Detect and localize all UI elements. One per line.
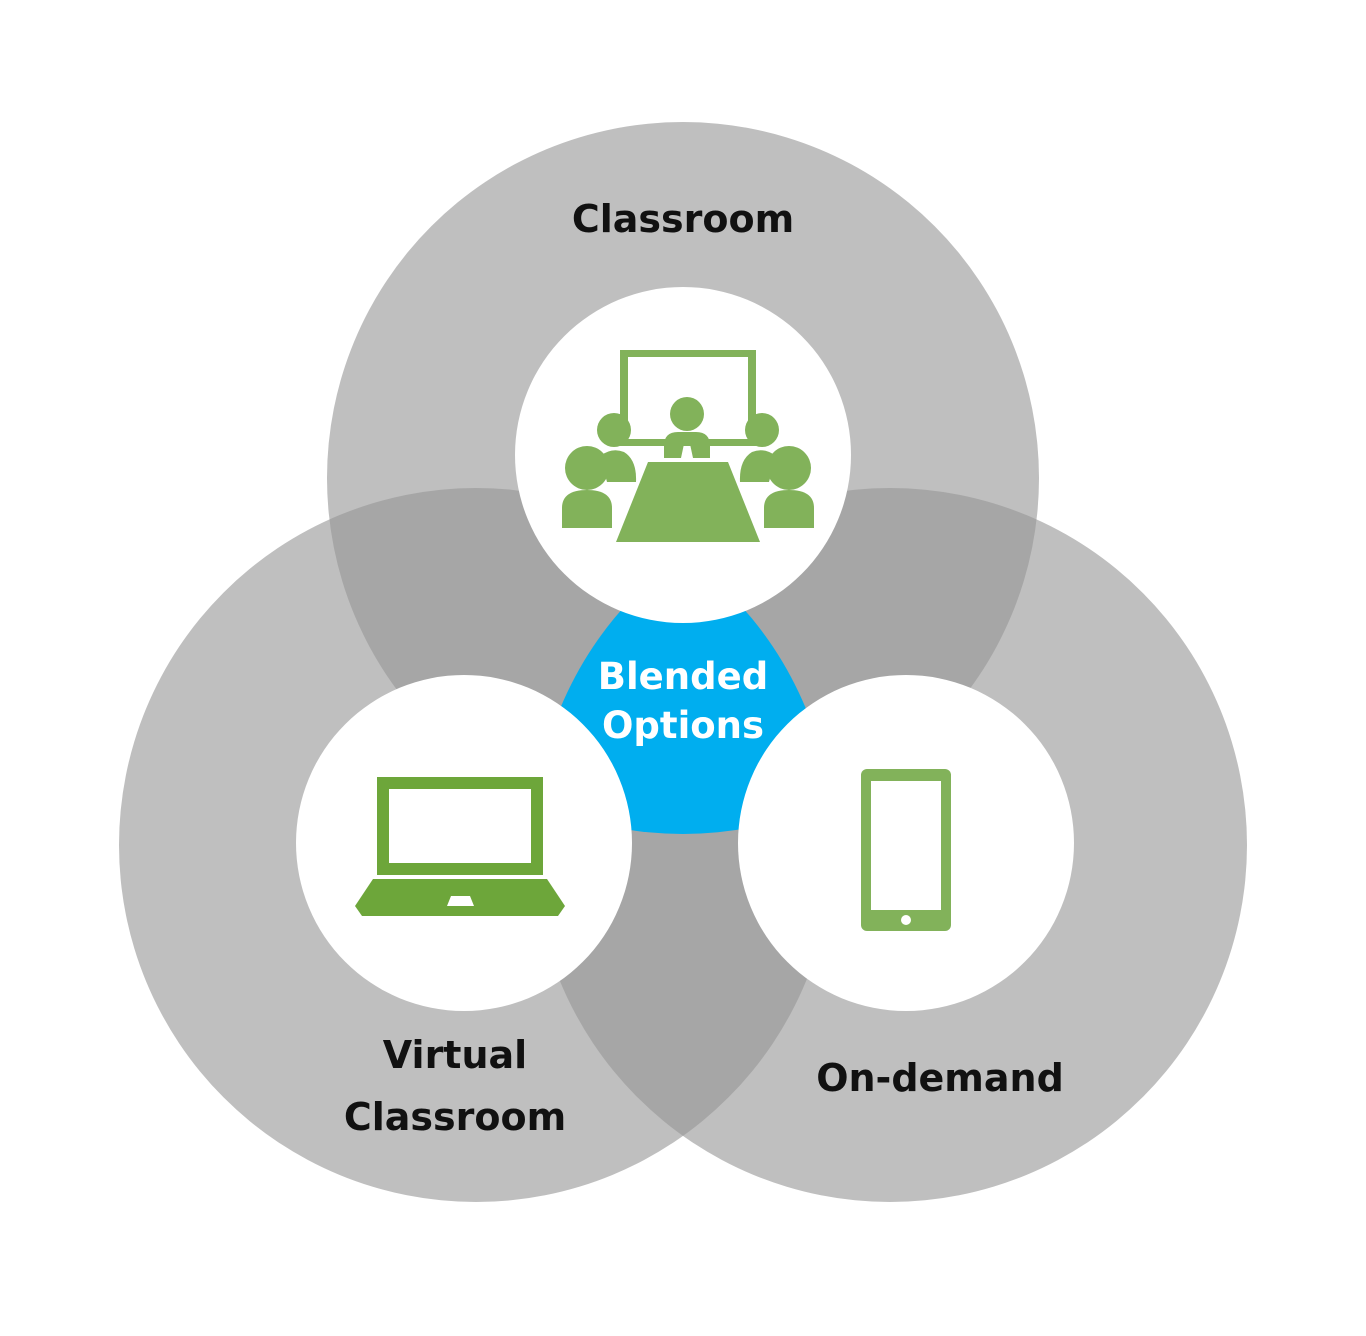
label-classroom-line-1: Classroom [571,197,795,241]
label-virtual-line-2: Classroom [343,1095,567,1139]
label-blended-options: Blended Options [563,652,803,750]
label-on-demand-line-1: On-demand [816,1056,1064,1100]
label-virtual-classroom: Virtual Classroom [305,1024,605,1148]
label-on-demand: On-demand [790,1047,1090,1109]
label-virtual-line-1: Virtual [382,1033,528,1077]
meeting-room-icon [562,350,814,542]
laptop-icon [355,777,565,916]
label-blended-line-1: Blended [597,655,769,698]
icon-circle-virtual [296,675,632,1011]
label-blended-line-2: Options [601,704,765,747]
icon-circle-classroom [515,287,851,623]
smartphone-icon [861,769,951,931]
label-classroom: Classroom [533,188,833,250]
overlap-center-blended [533,488,833,834]
